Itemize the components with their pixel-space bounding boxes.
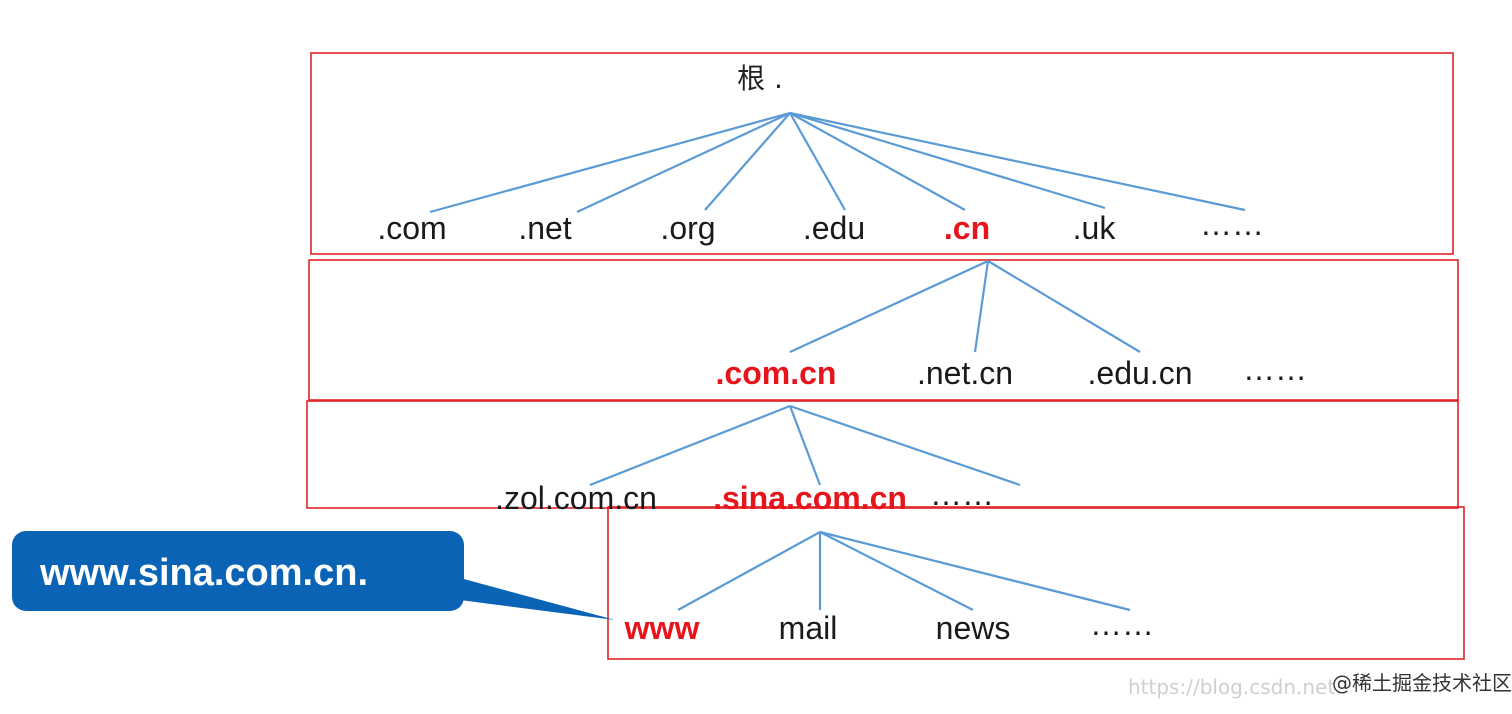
node-www: www	[624, 610, 700, 646]
node-more-1: ……	[1200, 206, 1264, 242]
node-mail: mail	[779, 610, 838, 646]
level-box-second	[308, 259, 1459, 401]
node-sina: .sina.com.cn	[713, 480, 907, 516]
edges-com-cn	[589, 404, 1021, 487]
root-label: 根 .	[737, 62, 783, 95]
node-more-3: ……	[930, 476, 994, 512]
node-more-4: ……	[1090, 606, 1154, 642]
level-box-third	[306, 400, 1459, 509]
level-box-top	[310, 52, 1454, 255]
node-more-2: ……	[1243, 351, 1307, 387]
callout: www.sina.com.cn.	[12, 531, 615, 620]
node-cn: .cn	[944, 210, 990, 246]
watermark: https://blog.csdn.net @稀土掘金技术社区	[1128, 671, 1512, 699]
node-news: news	[936, 610, 1011, 646]
edges-sina	[677, 530, 1131, 612]
level-box-host	[607, 506, 1465, 660]
node-edu: .edu	[803, 210, 865, 246]
node-uk: .uk	[1073, 210, 1117, 246]
edges-root	[429, 111, 1246, 214]
node-net-cn: .net.cn	[917, 355, 1013, 391]
watermark-site: https://blog.csdn.net	[1128, 675, 1335, 699]
callout-text: www.sina.com.cn.	[39, 552, 368, 594]
callout-pointer	[460, 578, 615, 620]
edges-cn	[789, 260, 1141, 353]
node-edu-cn: .edu.cn	[1088, 355, 1193, 391]
node-com: .com	[377, 210, 446, 246]
node-zol: .zol.com.cn	[495, 480, 657, 516]
node-org: .org	[660, 210, 715, 246]
watermark-brand: @稀土掘金技术社区	[1332, 671, 1512, 695]
node-net: .net	[518, 210, 571, 246]
callout-bubble	[12, 531, 464, 611]
node-com-cn: .com.cn	[716, 355, 837, 391]
